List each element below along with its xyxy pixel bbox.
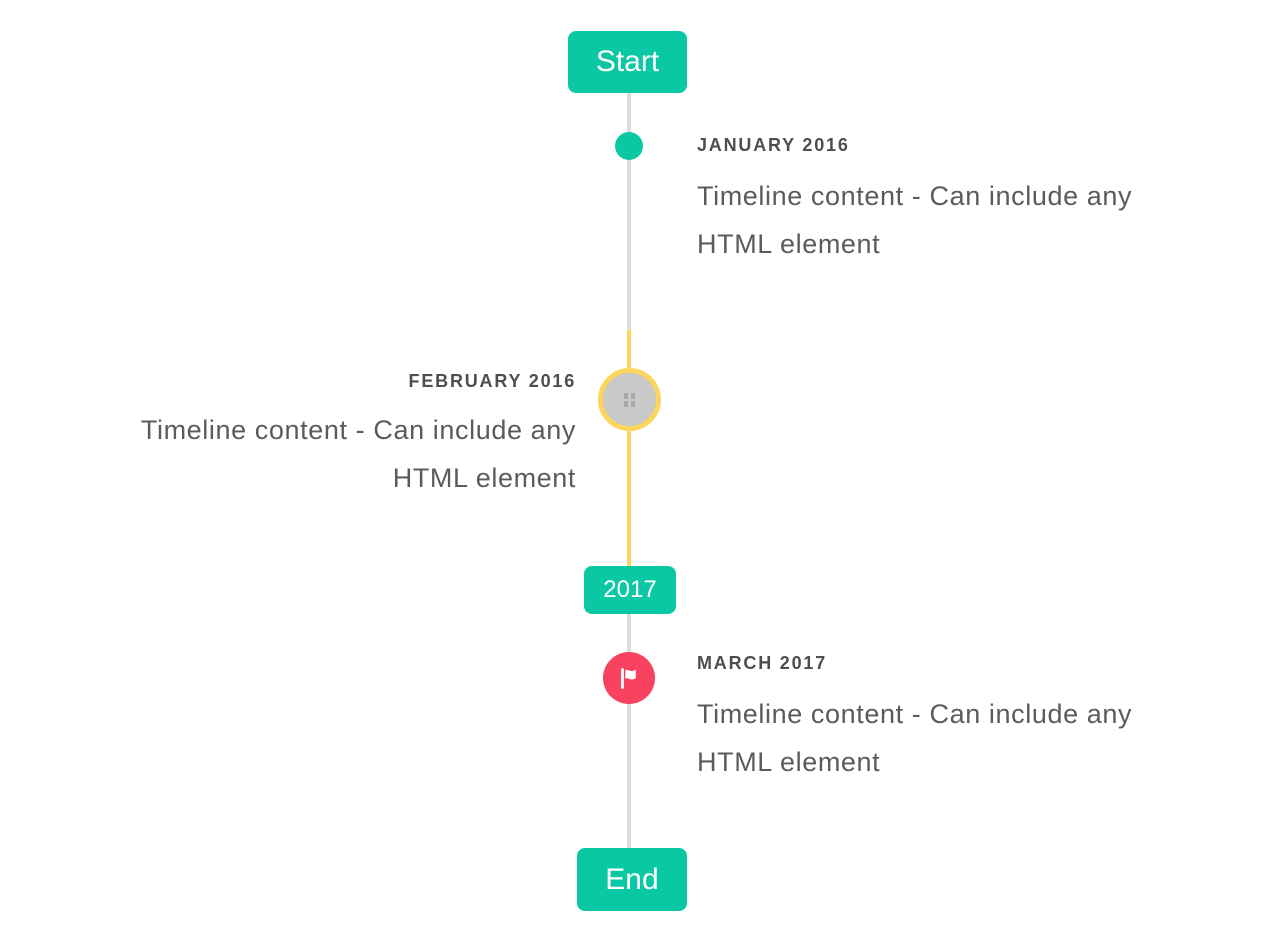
item-content-january-2016: Timeline content - Can include any HTML … [697,172,1132,268]
timeline-image-marker[interactable] [598,368,661,431]
item-content-february-2016: Timeline content - Can include any HTML … [141,406,576,502]
start-badge[interactable]: Start [568,31,687,93]
content-line: HTML element [392,463,576,493]
broken-image-icon [624,392,635,407]
period-badge-2017[interactable]: 2017 [584,566,676,614]
timeline-line-bottom-segment [627,613,631,848]
flag-icon [621,668,636,689]
item-title-march-2017: MARCH 2017 [697,653,828,673]
content-line: Timeline content - Can include any [697,181,1133,211]
content-line: Timeline content - Can include any [697,699,1133,729]
item-content-march-2017: Timeline content - Can include any HTML … [697,690,1132,786]
content-line: Timeline content - Can include any [140,415,576,445]
timeline-dot-marker[interactable] [615,132,643,160]
content-line: HTML element [697,747,881,777]
timeline-flag-marker[interactable] [603,652,655,704]
item-title-february-2016: FEBRUARY 2016 [408,371,576,391]
timeline-line-highlight-segment [627,330,631,566]
end-badge[interactable]: End [577,848,687,911]
timeline-line-top-segment [627,93,631,330]
item-title-january-2016: JANUARY 2016 [697,135,850,155]
content-line: HTML element [697,229,881,259]
